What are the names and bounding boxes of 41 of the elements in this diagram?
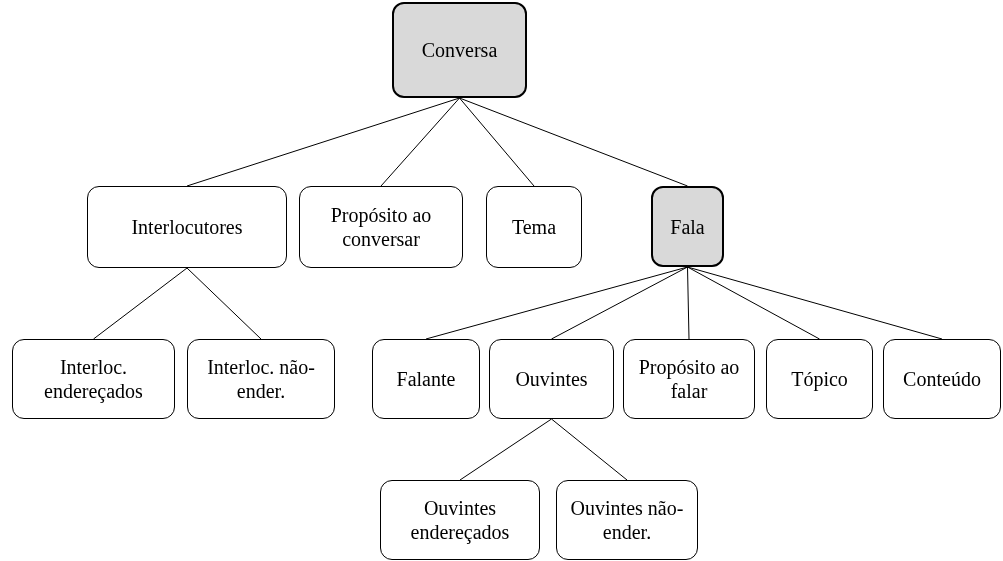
connector-line [186,267,262,340]
node-box [372,339,480,419]
node-label: Propósito ao conversar [329,203,433,251]
node-label: Tópico [791,367,848,391]
node-label: Ouvintes endereçados [409,496,511,544]
node-box [392,2,527,98]
node-box [489,339,614,419]
node-box [651,186,724,267]
node-label: Interloc. não-ender. [206,355,316,403]
node-box [299,186,463,268]
connector-line [93,267,188,340]
node-box [556,480,698,560]
node-label: Conteúdo [903,367,981,391]
node-label: Propósito ao falar [637,355,741,403]
node-label: Ouvintes [515,367,588,391]
connector-line [459,418,552,481]
node-box [87,186,287,268]
node-box [12,339,175,419]
connector-line [380,97,460,187]
node-label: Ouvintes não-ender. [569,496,685,544]
connector-line [551,418,628,481]
connector-line [186,97,460,187]
node-label: Fala [670,214,705,239]
node-label: Conversa [421,38,498,62]
connector-line [687,266,690,340]
node-box [623,339,755,419]
node-box [883,339,1001,419]
node-box [486,186,582,268]
connector-line [459,97,535,187]
node-box [187,339,335,419]
connector-line [687,266,943,340]
node-label: Interloc. endereçados [43,355,144,403]
node-label: Interlocutores [131,215,243,239]
connector-line [459,97,688,187]
connector-line [551,266,688,340]
connector-line [425,266,688,340]
node-box [380,480,540,560]
node-label: Tema [511,215,557,239]
node-box [766,339,873,419]
connector-line [687,266,820,340]
node-label: Falante [396,367,456,391]
